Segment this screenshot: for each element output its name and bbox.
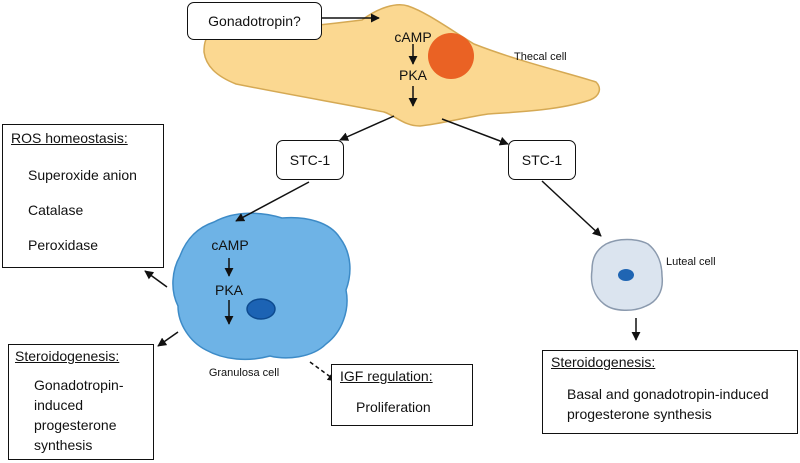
steroidogenesis-left-box: Steroidogenesis: Gonadotropin- induced p… xyxy=(8,344,154,460)
granulosa-nucleus xyxy=(246,298,276,320)
igf-regulation-box: IGF regulation: Proliferation xyxy=(331,364,473,426)
steroid-right-line-1: Basal and gonadotropin-induced xyxy=(567,386,769,402)
igf-heading: IGF regulation: xyxy=(340,368,433,384)
stc1-right-label: STC-1 xyxy=(521,152,563,168)
ros-item-superoxide: Superoxide anion xyxy=(28,167,137,183)
luteal-nucleus xyxy=(618,269,634,281)
gonadotropin-label: Gonadotropin? xyxy=(208,13,301,29)
ros-homeostasis-box: ROS homeostasis: Superoxide anion Catala… xyxy=(2,124,164,268)
stc1-right-box: STC-1 xyxy=(508,140,576,180)
stc-right-to-luteal-arrow xyxy=(541,180,602,237)
granulosa-camp-label: cAMP xyxy=(211,237,248,253)
steroid-left-line-3: progesterone xyxy=(34,417,117,433)
ros-heading: ROS homeostasis: xyxy=(11,130,128,146)
steroid-right-heading: Steroidogenesis: xyxy=(551,354,656,370)
steroid-left-line-1: Gonadotropin- xyxy=(34,377,124,393)
steroid-left-heading: Steroidogenesis: xyxy=(15,348,120,364)
granulosa-to-ros-arrow xyxy=(144,270,168,288)
thecal-camp-label: cAMP xyxy=(394,29,431,45)
granulosa-cell-label: Granulosa cell xyxy=(209,367,279,379)
thecal-cell-label: Thecal cell xyxy=(514,51,567,63)
thecal-pka-label: PKA xyxy=(399,67,428,83)
thecal-to-stc-left-arrow xyxy=(339,115,395,141)
igf-item-proliferation: Proliferation xyxy=(356,399,431,415)
stc-left-to-granulosa-arrow xyxy=(235,181,310,222)
stc1-left-box: STC-1 xyxy=(276,140,344,180)
thecal-to-stc-right-arrow xyxy=(441,118,509,146)
granulosa-cell-body xyxy=(172,212,351,361)
stc1-left-label: STC-1 xyxy=(289,152,331,168)
steroidogenesis-right-box: Steroidogenesis: Basal and gonadotropin-… xyxy=(542,350,798,434)
gonadotropin-box: Gonadotropin? xyxy=(187,2,322,40)
ros-item-peroxidase: Peroxidase xyxy=(28,237,99,253)
steroid-right-line-2: progesterone synthesis xyxy=(567,406,712,422)
thecal-nucleus xyxy=(428,33,474,79)
granulosa-to-steroid-left-arrow xyxy=(157,331,179,347)
steroid-left-line-2: induced xyxy=(34,397,84,413)
ros-item-catalase: Catalase xyxy=(28,202,84,218)
granulosa-pka-label: PKA xyxy=(215,282,244,298)
steroid-left-line-4: synthesis xyxy=(34,437,93,453)
granulosa-to-igf-arrow xyxy=(309,361,337,382)
luteal-cell-label: Luteal cell xyxy=(666,256,716,268)
